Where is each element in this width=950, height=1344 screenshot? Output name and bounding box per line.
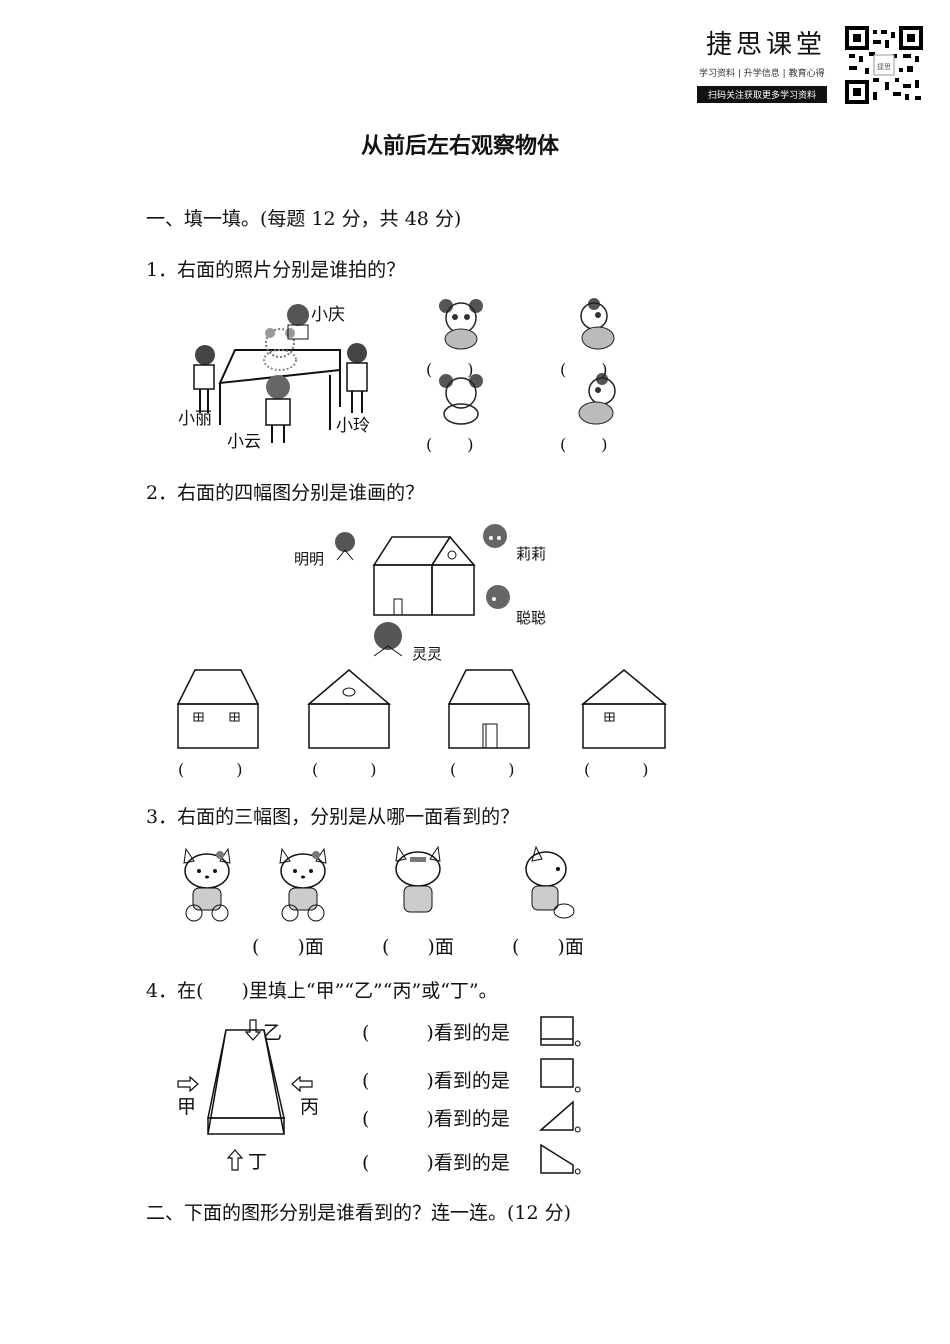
q2-name-mingming: 明明 (294, 550, 325, 568)
panda-photo-back (439, 374, 483, 425)
kitty-reference-image (183, 847, 231, 922)
q4-label-ding: 丁 (248, 1151, 268, 1173)
q3-text: 3．右面的三幅图，分别是从哪一面看到的？ (146, 806, 520, 828)
q1-blank-4[interactable]: ( ) (560, 435, 609, 454)
q4-period: 。 (574, 1074, 594, 1096)
q1-text: 1．右面的照片分别是谁拍的？ (146, 259, 406, 281)
q4-text: 4．在( )里填上“甲”“乙”“丙”或“丁”。 (146, 980, 498, 1002)
brand-name: 捷思课堂 (706, 30, 827, 60)
q2-blank-1[interactable]: ( ) (178, 760, 244, 779)
q1-blank-1[interactable]: ( ) (426, 360, 475, 379)
shape-rect-with-strip (540, 1016, 574, 1046)
page-title: 从前后左右观察物体 (361, 134, 560, 159)
q2-name-lingling: 灵灵 (412, 645, 443, 663)
q4-period: 。 (574, 1028, 594, 1050)
house-view-4 (580, 669, 668, 749)
house-view-2 (306, 669, 392, 749)
lili-avatar (483, 524, 507, 548)
brand-bar: 扫码关注获取更多学习资料 (697, 86, 827, 103)
q2-blank-4[interactable]: ( ) (584, 760, 650, 779)
brand-tag: 升学信息 (743, 69, 780, 79)
q4-solid-diagram (177, 1019, 313, 1171)
q2-name-lili: 莉莉 (516, 545, 547, 563)
svg-text:捷思: 捷思 (877, 62, 891, 71)
shape-trapezoid-left (540, 1143, 574, 1174)
q4-row-3[interactable]: ( )看到的是 (362, 1108, 510, 1130)
house-view-1 (176, 669, 260, 749)
brand-tag: 学习资料 (699, 69, 736, 79)
q3-answer-2[interactable]: ( )面 (382, 936, 454, 958)
q4-row-1[interactable]: ( )看到的是 (362, 1022, 510, 1044)
brand-tag: 教育心得 (788, 69, 825, 79)
q1-name-xiaoli: 小丽 (178, 409, 212, 429)
q1-scene-illustration (193, 304, 368, 443)
q3-answer-1[interactable]: ( )面 (252, 936, 324, 958)
q1-name-xiaoqing: 小庆 (311, 305, 345, 325)
kitty-back-view (395, 845, 441, 913)
shape-rect (540, 1058, 574, 1088)
q2-text: 2．右面的四幅图分别是谁画的？ (146, 482, 425, 504)
shape-trapezoid-right (539, 1100, 574, 1131)
q2-name-congcong: 聪聪 (516, 609, 547, 627)
q1-blank-3[interactable]: ( ) (426, 435, 475, 454)
q4-label-jia: 甲 (177, 1096, 197, 1118)
q3-answer-3[interactable]: ( )面 (512, 936, 584, 958)
house-view-3 (447, 669, 531, 749)
q4-row-2[interactable]: ( )看到的是 (362, 1070, 510, 1092)
q2-blank-2[interactable]: ( ) (312, 760, 378, 779)
q4-period: 。 (574, 1114, 594, 1136)
q4-label-yi: 乙 (263, 1022, 283, 1044)
congcong-avatar (486, 585, 510, 609)
panda-photo-front (439, 299, 483, 350)
q1-name-xiaoling: 小玲 (336, 416, 370, 436)
q4-period: 。 (574, 1156, 594, 1178)
q1-name-xiaoyun: 小云 (227, 432, 261, 452)
kitty-side-view (525, 845, 575, 919)
q2-house-diagram (372, 535, 476, 616)
q2-blank-3[interactable]: ( ) (450, 760, 516, 779)
brand-tags: 学习资料 | 升学信息 | 教育心得 (699, 69, 825, 79)
q4-row-4[interactable]: ( )看到的是 (362, 1152, 510, 1174)
mingming-avatar (335, 532, 355, 561)
qr-code-icon: 捷思 (845, 26, 923, 104)
q1-blank-2[interactable]: ( ) (560, 360, 609, 379)
kitty-front-view (279, 847, 327, 922)
section1-heading: 一、填一填。(每题 12 分，共 48 分) (146, 208, 462, 230)
lingling-avatar (373, 622, 403, 657)
section2-heading: 二、下面的图形分别是谁看到的？连一连。(12 分) (146, 1202, 572, 1224)
q4-label-bing: 丙 (300, 1096, 320, 1118)
panda-photo-other-side (578, 373, 616, 425)
panda-photo-side (580, 298, 615, 350)
